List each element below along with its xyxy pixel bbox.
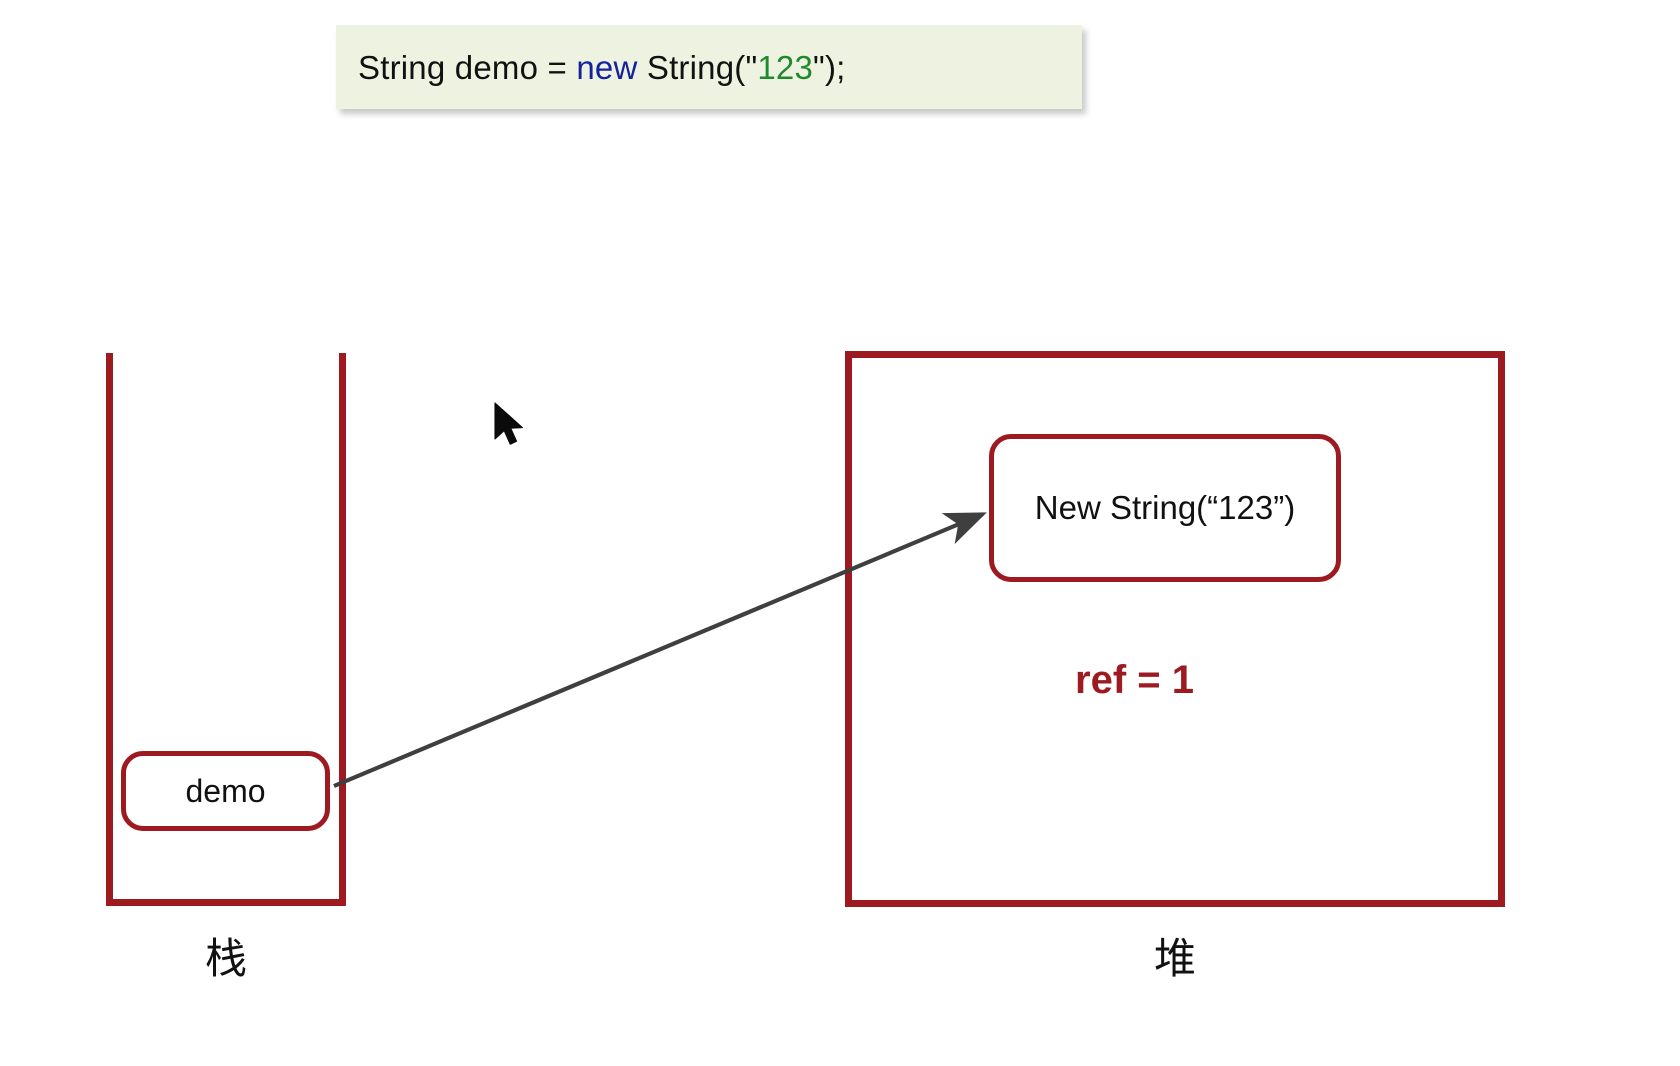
code-snippet-banner: String demo = new String("123"); xyxy=(336,25,1082,109)
code-token-string-literal: 123 xyxy=(757,48,814,86)
code-token-declaration: String demo = xyxy=(358,48,577,86)
code-token-tail: "); xyxy=(813,48,846,86)
heap-object-node-new-string: New String(“123”) xyxy=(989,434,1341,582)
stack-variable-label: demo xyxy=(185,772,266,809)
mouse-pointer-icon xyxy=(494,402,523,445)
heap-object-label: New String(“123”) xyxy=(1034,489,1296,526)
stack-variable-node-demo: demo xyxy=(121,751,330,831)
code-token-constructor: String(" xyxy=(637,48,758,86)
ref-count-label: ref = 1 xyxy=(1075,658,1194,702)
heap-label: 堆 xyxy=(1153,934,1196,983)
code-token-keyword-new: new xyxy=(576,48,638,86)
code-line: String demo = new String("123"); xyxy=(358,51,846,84)
stack-label: 栈 xyxy=(204,934,247,983)
